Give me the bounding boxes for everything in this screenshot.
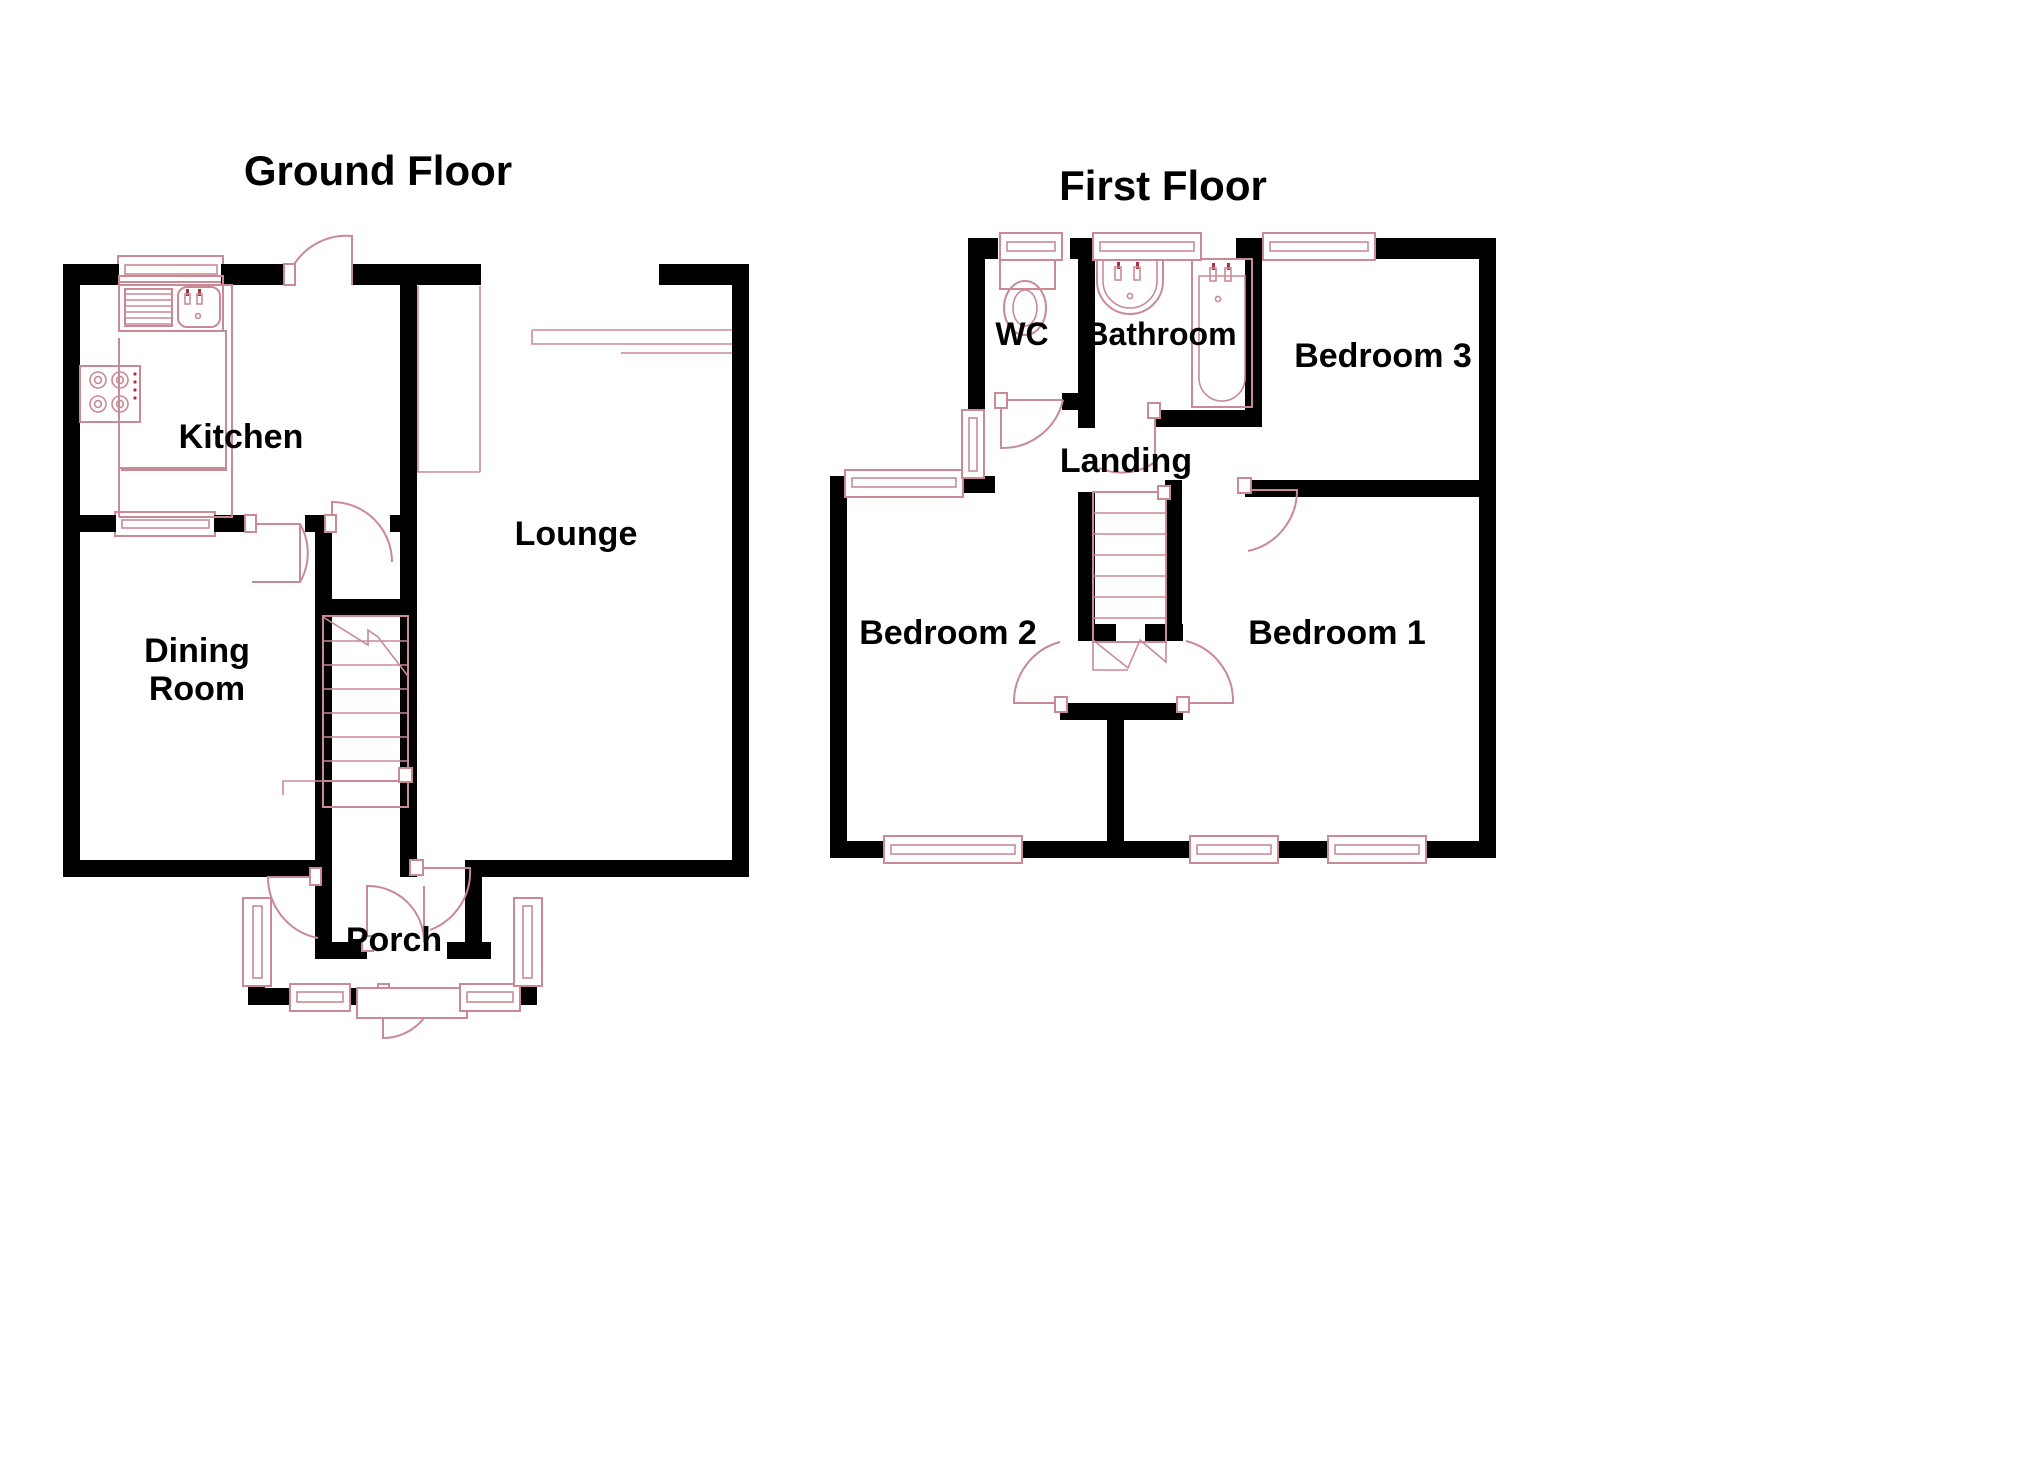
wall-wc-bottom	[1062, 393, 1095, 410]
wall-stair-bottom-left	[1078, 624, 1116, 641]
hall-bottom-door-left	[266, 867, 322, 939]
wall-first-top-bed3-right	[1375, 238, 1496, 259]
wall-hall-crossbar	[315, 599, 417, 616]
bedroom3-window	[1262, 232, 1376, 261]
porch-window-bottom-right	[459, 983, 521, 1012]
porch-front-door	[356, 983, 468, 1040]
landing-window	[961, 409, 985, 479]
kitchen-window-bottom	[114, 511, 216, 537]
wall-stairwell-left	[1078, 492, 1095, 640]
wash-basin	[1096, 259, 1164, 315]
wall-porch-right-vertical	[465, 860, 482, 942]
room-label-bathroom: Bathroom	[1085, 316, 1236, 352]
wc-door	[994, 392, 1064, 450]
hall-bottom-door-right	[409, 859, 472, 931]
bedroom1-door	[1176, 640, 1235, 713]
wall-first-bottom-right	[1424, 841, 1496, 858]
room-label-lounge: Lounge	[515, 515, 638, 553]
ground-floor-title: Ground Floor	[244, 147, 512, 194]
wall-bathroom-bed3-partition	[1245, 238, 1262, 416]
room-label-wc: WC	[995, 316, 1048, 352]
room-label-kitchen: Kitchen	[179, 418, 304, 456]
bathroom-door	[1098, 402, 1161, 474]
wall-bed3-bed1-divider	[1245, 480, 1496, 497]
wall-first-bottom-mid2	[1274, 841, 1332, 858]
bedroom2-bottom-window	[883, 835, 1023, 864]
lounge-wall-recess	[417, 286, 481, 473]
ground-floor-group: Ground Floor Kitchen Lounge Dining Room …	[63, 147, 749, 1040]
staircase-up	[282, 615, 413, 808]
wall-first-wc-left	[968, 238, 985, 410]
first-floor-group: First Floor WC Bathroom Bedroom 3 Landin…	[830, 162, 1496, 864]
wall-porch-outer-bottom-left	[248, 988, 296, 1005]
bedroom3-door	[1237, 477, 1299, 552]
room-label-landing: Landing	[1060, 442, 1192, 480]
bath-tub	[1191, 258, 1253, 408]
staircase-down	[1092, 485, 1171, 671]
wall-hall-right	[400, 285, 417, 877]
wall-bathroom-bottom	[1155, 410, 1262, 427]
room-label-dining-room: Dining Room	[144, 632, 250, 708]
wall-first-bottom-mid	[1020, 841, 1195, 858]
wall-wc-bathroom-partition	[1078, 238, 1095, 428]
bedroom2-side-window	[844, 469, 964, 498]
room-label-bedroom-1: Bedroom 1	[1248, 614, 1426, 652]
wall-ground-top-lounge	[353, 264, 481, 285]
porch-window-right	[513, 897, 543, 987]
wall-first-right	[1479, 238, 1496, 858]
porch-inner-door	[361, 884, 425, 952]
wall-kitchen-dining-right	[214, 515, 252, 532]
kitchen-window-top	[117, 255, 224, 283]
wall-stairwell-right	[1165, 480, 1182, 640]
wall-ground-left	[63, 264, 80, 877]
wall-porch-stub-left	[248, 860, 318, 877]
kitchen-worktop	[118, 284, 233, 518]
wall-ground-top-left	[63, 264, 119, 285]
wall-ground-top-kitchen	[221, 264, 289, 285]
kitchen-door	[283, 234, 353, 286]
room-label-bedroom-2: Bedroom 2	[859, 614, 1037, 652]
bedroom1-window-right	[1327, 835, 1427, 864]
bathroom-window	[1092, 232, 1202, 261]
room-label-bedroom-3: Bedroom 3	[1294, 337, 1472, 375]
wall-first-bottom-left	[830, 841, 888, 858]
hall-door	[324, 500, 393, 563]
toilet-wc	[999, 258, 1056, 336]
wall-bed1-bed2-divider	[1107, 703, 1124, 858]
wall-stair-bottom-right	[1145, 624, 1183, 641]
first-floor-title: First Floor	[1059, 162, 1267, 209]
bedroom2-door	[1012, 641, 1068, 713]
kitchen-base-units	[119, 330, 227, 471]
bedroom1-window-left	[1189, 835, 1279, 864]
wall-porch-right-inner	[447, 942, 491, 959]
wall-kitchen-dining-left	[80, 515, 116, 532]
wall-first-bed2-top-left	[830, 476, 847, 858]
wall-ground-top-lounge-right	[659, 264, 749, 285]
wall-porch-left-inner	[315, 942, 367, 959]
room-label-porch: Porch	[346, 921, 442, 959]
room-label-dining-line2: Room	[149, 670, 245, 708]
wc-window	[999, 232, 1063, 261]
porch-window-bottom-left	[289, 983, 351, 1012]
room-label-dining-line1: Dining	[144, 632, 250, 670]
wall-porch-left-vertical	[315, 877, 332, 959]
porch-side-window	[242, 897, 272, 987]
kitchen-hob	[79, 365, 141, 423]
dining-door	[244, 514, 309, 583]
lounge-patio-door	[531, 329, 746, 354]
wall-ground-bottom-right	[478, 860, 749, 877]
wall-ground-right	[732, 264, 749, 877]
